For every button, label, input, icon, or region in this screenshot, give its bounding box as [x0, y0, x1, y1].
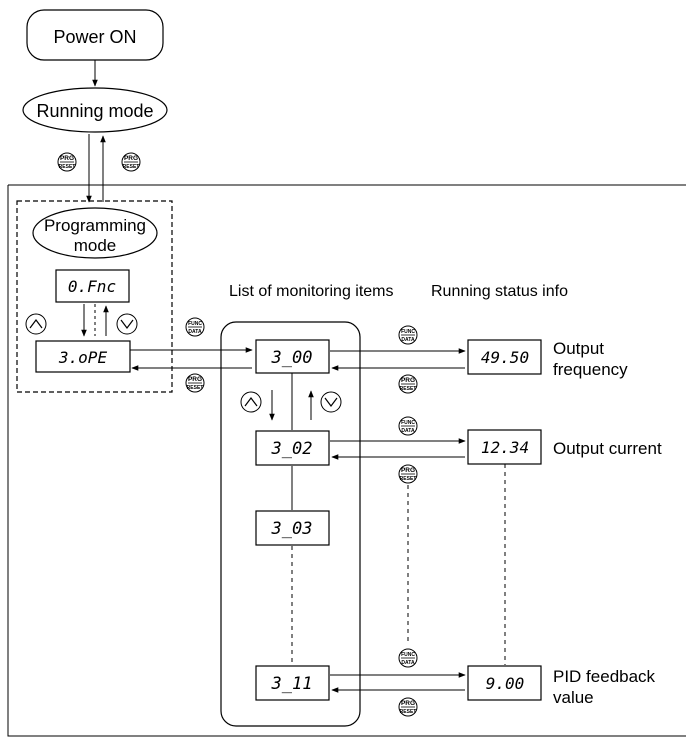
- label-pid-feedback-1: PID feedback: [553, 667, 656, 686]
- down-arrow-key-icon-list: [320, 391, 342, 413]
- prg-reset-key-right: PRG RESET: [121, 152, 141, 172]
- running-mode-ellipse: [22, 87, 168, 133]
- label-output-frequency-1: Output: [553, 339, 604, 358]
- display-0fnc: [55, 269, 130, 303]
- svg-text:PRG: PRG: [188, 376, 202, 383]
- svg-text:PRG: PRG: [401, 467, 415, 474]
- display-0fnc-text: 0.Fnc: [68, 277, 116, 296]
- monitor-display-3-03-text: 3_03: [271, 519, 313, 539]
- svg-text:RESET: RESET: [59, 164, 76, 170]
- monitor-display-3-02-text: 3_02: [271, 439, 313, 459]
- svg-text:DATA: DATA: [401, 660, 415, 666]
- func-data-key-row2: FUNC DATA: [398, 416, 418, 436]
- programming-mode-label-2: mode: [74, 236, 117, 255]
- monitor-display-3-02: [255, 430, 330, 466]
- svg-text:DATA: DATA: [401, 337, 415, 343]
- label-pid-feedback-2: value: [553, 688, 594, 707]
- svg-text:FUNC: FUNC: [401, 652, 415, 658]
- programming-mode-label-1: Programming: [44, 216, 146, 235]
- prg-reset-key-row1: PRG RESET: [398, 374, 418, 394]
- status-display-pid: [467, 665, 542, 701]
- svg-text:PRG: PRG: [401, 377, 415, 384]
- svg-text:FUNC: FUNC: [401, 420, 415, 426]
- svg-text:RESET: RESET: [400, 476, 417, 482]
- status-display-frequency-text: 49.50: [481, 348, 529, 367]
- monitor-display-3-11: [255, 665, 330, 701]
- svg-text:DATA: DATA: [188, 329, 202, 335]
- prg-reset-key-row3: PRG RESET: [398, 697, 418, 717]
- svg-text:RESET: RESET: [400, 709, 417, 715]
- power-on-label: Power ON: [53, 27, 136, 47]
- svg-text:FUNC: FUNC: [401, 329, 415, 335]
- outer-frame: [7, 184, 686, 737]
- status-display-current-text: 12.34: [481, 438, 529, 457]
- svg-text:DATA: DATA: [401, 428, 415, 434]
- down-arrow-key-icon: [116, 313, 138, 335]
- monitor-display-3-03: [255, 510, 330, 546]
- svg-text:RESET: RESET: [400, 386, 417, 392]
- monitor-list-frame: [220, 321, 361, 727]
- svg-text:RESET: RESET: [123, 164, 140, 170]
- programming-mode-ellipse: [32, 207, 158, 259]
- status-display-frequency: [467, 339, 542, 375]
- svg-text:PRG: PRG: [401, 700, 415, 707]
- svg-text:PRG: PRG: [60, 155, 74, 162]
- monitor-display-3-00: [255, 339, 330, 374]
- up-arrow-key-icon-list: [240, 391, 262, 413]
- status-display-pid-text: 9.00: [486, 674, 525, 693]
- monitor-display-3-00-text: 3_00: [271, 348, 313, 368]
- monitor-display-3-11-text: 3_11: [271, 674, 313, 694]
- status-display-current: [467, 429, 542, 465]
- svg-text:PRG: PRG: [124, 155, 138, 162]
- label-output-frequency-2: frequency: [553, 360, 628, 379]
- svg-text:FUNC: FUNC: [188, 321, 202, 327]
- display-3ope: [35, 340, 131, 373]
- prg-reset-key-row2: PRG RESET: [398, 464, 418, 484]
- display-3ope-text: 3.oPE: [58, 348, 108, 367]
- header-status-info: Running status info: [431, 283, 568, 300]
- prg-reset-key-left: PRG RESET: [57, 152, 77, 172]
- prg-reset-key-prog: PRG RESET: [185, 373, 205, 393]
- func-data-key-row3: FUNC DATA: [398, 648, 418, 668]
- label-output-current: Output current: [553, 439, 662, 458]
- func-data-key-row1: FUNC DATA: [398, 325, 418, 345]
- func-data-key-prog: FUNC DATA: [185, 317, 205, 337]
- svg-text:RESET: RESET: [187, 385, 204, 391]
- header-monitor-list: List of monitoring items: [229, 283, 394, 300]
- up-arrow-key-icon: [25, 313, 47, 335]
- running-mode-label: Running mode: [36, 101, 153, 121]
- programming-mode-frame: [16, 200, 173, 393]
